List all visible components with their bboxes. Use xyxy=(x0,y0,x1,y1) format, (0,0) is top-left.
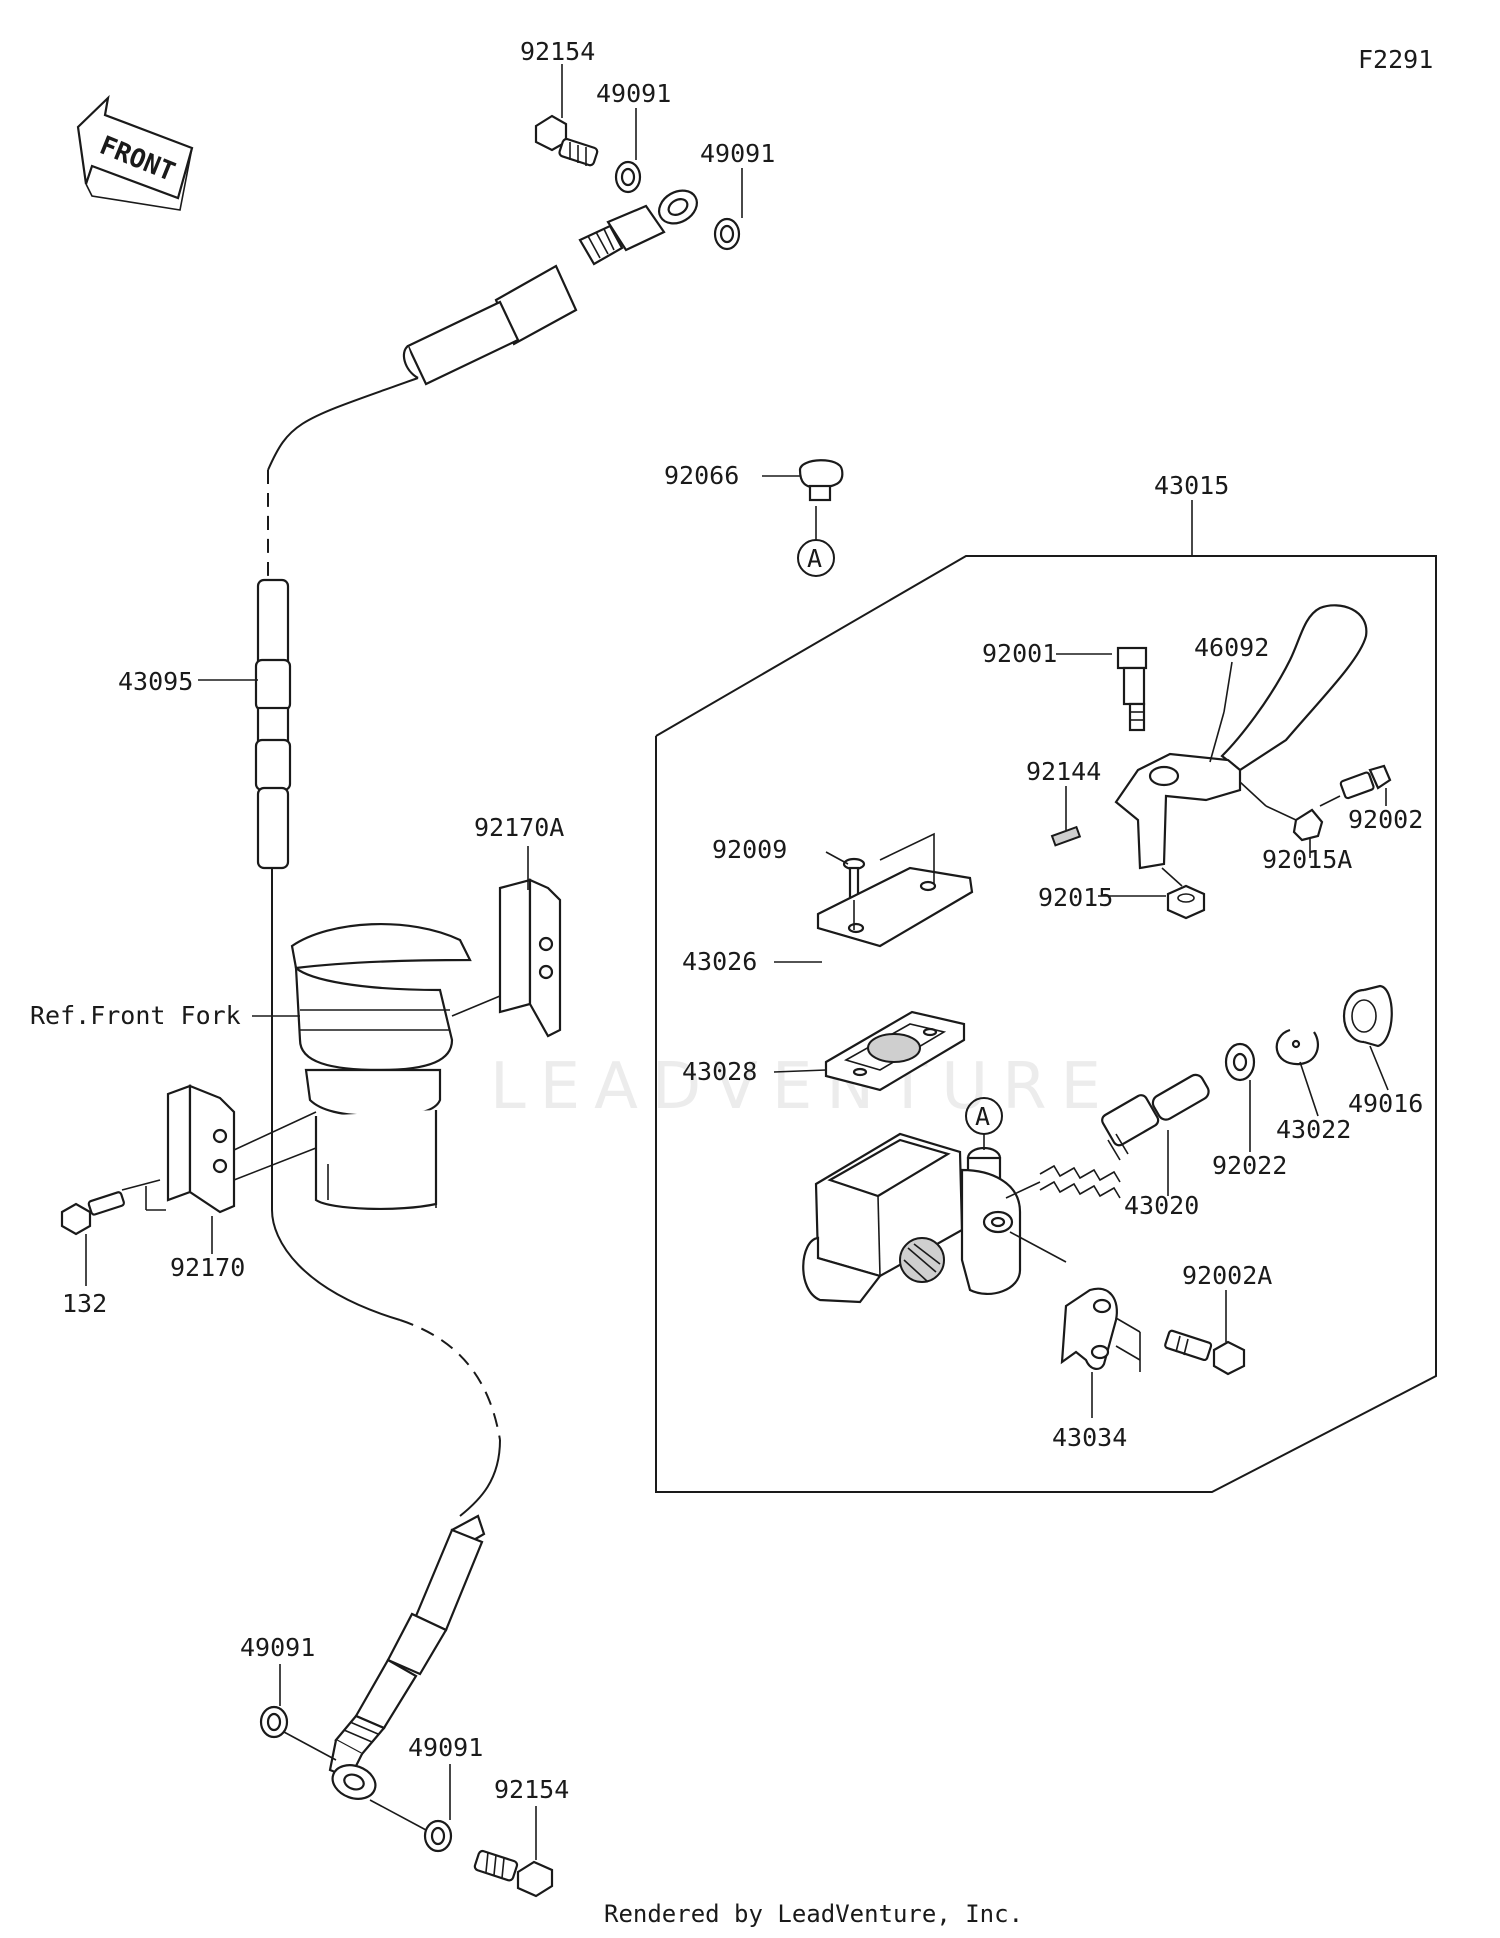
svg-text:A: A xyxy=(807,544,822,573)
label-46092: 46092 xyxy=(1194,633,1269,662)
label-43015: 43015 xyxy=(1154,471,1229,500)
label-92022: 92022 xyxy=(1212,1151,1287,1180)
boot-49016-icon xyxy=(1342,984,1393,1048)
brake-hose-43095 xyxy=(254,114,741,1210)
clamp-92170-icon xyxy=(166,1084,317,1214)
label-ref-front-fork: Ref.Front Fork xyxy=(30,1001,241,1030)
clamp-43034-icon xyxy=(1009,1231,1141,1372)
cover-43026-icon xyxy=(816,832,974,948)
label-43022: 43022 xyxy=(1276,1115,1351,1144)
front-fork-icon xyxy=(290,922,472,1211)
label-43026: 43026 xyxy=(682,947,757,976)
part-labels: 92154 49091 49091 92066 43015 92001 4609… xyxy=(30,37,1423,1804)
label-92009: 92009 xyxy=(712,835,787,864)
banjo-bolt-bottom-icon xyxy=(473,1849,554,1898)
label-43034: 43034 xyxy=(1052,1423,1127,1452)
cap-92066-icon xyxy=(798,459,844,502)
nut-92015A-icon xyxy=(1239,781,1324,842)
label-92144: 92144 xyxy=(1026,757,1101,786)
washer-92022-icon xyxy=(1224,1042,1256,1082)
watermark-text: LEADVENTURE xyxy=(490,1050,1115,1124)
label-49091-b: 49091 xyxy=(700,139,775,168)
brake-hose-lower xyxy=(271,1209,501,1831)
assembly-43015-boundary xyxy=(655,555,1437,1493)
master-cylinder-body-icon xyxy=(802,1132,1022,1304)
label-92170A: 92170A xyxy=(474,813,564,842)
clamp-92170A-icon xyxy=(451,878,562,1038)
diaphragm-43028-icon xyxy=(824,1010,966,1092)
leader-lines xyxy=(85,64,1389,1860)
label-49016: 49016 xyxy=(1348,1089,1423,1118)
lever-46092-icon xyxy=(1114,604,1368,870)
label-92001: 92001 xyxy=(982,639,1057,668)
label-92002: 92002 xyxy=(1348,805,1423,834)
bolt-92002-icon xyxy=(1319,764,1392,807)
diagram-code: F2291 xyxy=(1358,45,1433,74)
label-92154-top: 92154 xyxy=(520,37,595,66)
label-49091-c: 49091 xyxy=(240,1633,315,1662)
label-92015A: 92015A xyxy=(1262,845,1352,874)
label-92015: 92015 xyxy=(1038,883,1113,912)
bolt-92002A-icon xyxy=(1164,1329,1246,1376)
label-92154-bottom: 92154 xyxy=(494,1775,569,1804)
piston-43020-icon xyxy=(1005,1073,1210,1199)
svg-text:A: A xyxy=(975,1102,990,1131)
ref-marker-a-top: A xyxy=(797,539,835,577)
label-92066: 92066 xyxy=(664,461,739,490)
front-arrow-icon: FRONT xyxy=(76,94,194,211)
label-43020: 43020 xyxy=(1124,1191,1199,1220)
label-43028: 43028 xyxy=(682,1057,757,1086)
banjo-bolt-icon xyxy=(534,114,599,167)
pivot-bolt-92001-icon xyxy=(1116,646,1148,732)
label-92002A: 92002A xyxy=(1182,1261,1272,1290)
label-43095: 43095 xyxy=(118,667,193,696)
bolt-132-icon xyxy=(60,1179,161,1236)
label-92170: 92170 xyxy=(170,1253,245,1282)
label-132: 132 xyxy=(62,1289,107,1318)
spring-92144-icon xyxy=(1050,825,1082,847)
label-49091-a: 49091 xyxy=(596,79,671,108)
circlip-43022-icon xyxy=(1275,1028,1319,1066)
footer-credit: Rendered by LeadVenture, Inc. xyxy=(604,1900,1023,1928)
label-49091-d: 49091 xyxy=(408,1733,483,1762)
nut-92015-icon xyxy=(1166,884,1206,920)
